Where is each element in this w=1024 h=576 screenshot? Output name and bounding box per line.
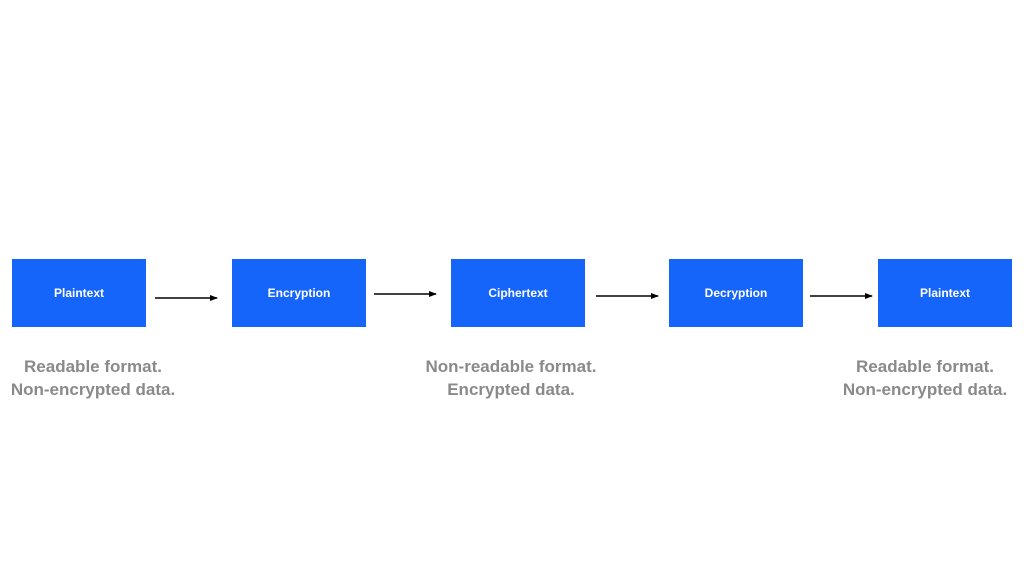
decryption-label: Decryption — [704, 286, 768, 300]
plaintext-output-caption-line-2: Non-encrypted data. — [842, 380, 1008, 399]
ciphertext-label: Ciphertext — [488, 286, 548, 300]
ciphertext-caption-line-1: Non-readable format. — [425, 357, 597, 376]
ciphertext-caption-line-2: Encrypted data. — [447, 380, 575, 399]
plaintext-box: Plaintext — [12, 259, 146, 327]
plaintext-caption: Readable format. Non-encrypted data. — [0, 355, 186, 401]
plaintext-output-caption: Readable format. Non-encrypted data. — [832, 355, 1018, 401]
encryption-box: Encryption — [232, 259, 366, 327]
plaintext-label: Plaintext — [53, 286, 104, 300]
plaintext-caption-line-2: Non-encrypted data. — [10, 380, 176, 399]
plaintext-output-box: Plaintext — [878, 259, 1012, 327]
encryption-label: Encryption — [267, 286, 331, 300]
plaintext-caption-line-1: Readable format. — [24, 357, 162, 376]
plaintext-output-caption-line-1: Readable format. — [856, 357, 994, 376]
ciphertext-caption: Non-readable format. Encrypted data. — [402, 355, 620, 401]
plaintext-output-label: Plaintext — [919, 286, 970, 300]
ciphertext-box: Ciphertext — [451, 259, 585, 327]
decryption-box: Decryption — [669, 259, 803, 327]
